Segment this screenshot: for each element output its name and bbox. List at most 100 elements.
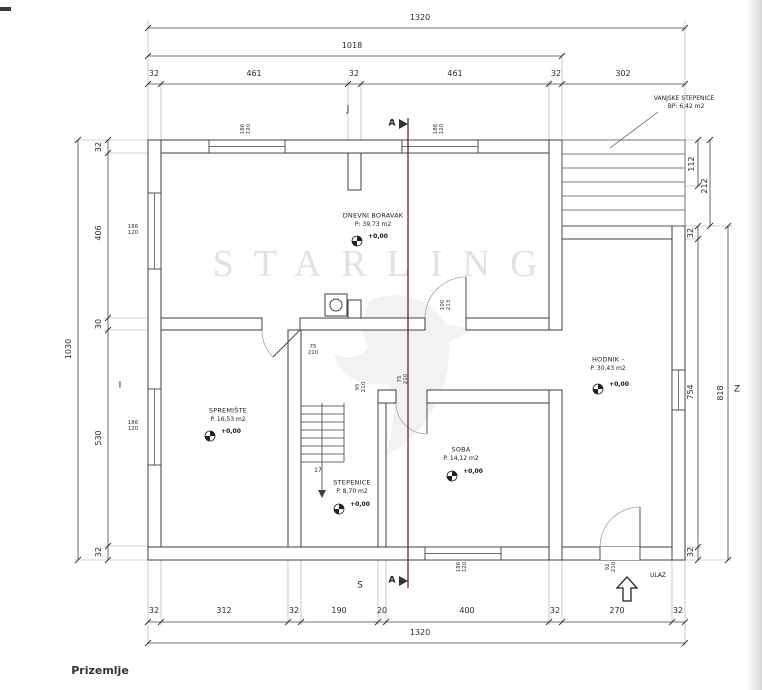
dim-top-seg-5: 302 xyxy=(615,68,631,78)
room-area-stepenice: P. 8,70 m2 xyxy=(336,487,368,495)
room-name-stepenice: STEPENICE xyxy=(333,478,371,487)
staircase xyxy=(301,403,345,498)
chimney xyxy=(324,293,348,317)
opening-label-left-window-lower: 186 120 xyxy=(127,420,139,432)
wall-d xyxy=(287,329,302,548)
opening-label-left-window-upper: 186 120 xyxy=(127,224,139,236)
compass-top: J xyxy=(346,104,350,115)
entrance-opening xyxy=(600,547,640,560)
room-area-soba: P. 14,12 m2 xyxy=(443,454,479,462)
wall-b-1 xyxy=(377,389,397,404)
dim-bottom-seg-1: 312 xyxy=(216,605,232,615)
external-stairs-leader-line xyxy=(609,111,659,149)
compass-bottom: S xyxy=(357,580,363,591)
opening-label-living-door: 100 213 xyxy=(440,299,452,311)
compass-left: I xyxy=(118,380,122,391)
wall-b-2 xyxy=(426,389,550,404)
entrance-label: ULAZ xyxy=(649,571,667,579)
dimension-ticks xyxy=(74,24,732,647)
wall-c-upper xyxy=(548,139,563,331)
section-arrow-bottom-icon xyxy=(399,576,408,586)
window-center-lines xyxy=(154,146,679,554)
dim-bottom-seg-8: 32 xyxy=(672,605,684,615)
door-leaves xyxy=(272,277,641,547)
dim-bottom-seg-6: 32 xyxy=(549,605,561,615)
dim-left-seg-1: 406 xyxy=(93,225,103,241)
opening-label-entrance-door: 92 210 xyxy=(605,561,617,573)
level-marker-spremiste-icon xyxy=(204,430,216,442)
dim-right-seg-0: 32 xyxy=(685,227,695,239)
wall-a-2 xyxy=(299,317,426,331)
room-area-spremiste: P. 16,53 m2 xyxy=(210,415,246,423)
wall-e xyxy=(377,402,387,548)
room-level-stepenice: +0,00 xyxy=(350,500,370,508)
dim-bottom-seg-2: 32 xyxy=(288,605,300,615)
dim-bottom-seg-0: 32 xyxy=(148,605,160,615)
level-marker-dnevni-icon xyxy=(351,235,363,247)
wall-rightband-top xyxy=(561,225,673,240)
dim-top-seg-0: 32 xyxy=(148,68,160,78)
dim-left-seg-3: 530 xyxy=(93,430,103,446)
dim-left-seg-0: 32 xyxy=(93,141,103,153)
section-label-bottom: A xyxy=(388,575,396,586)
watermark-text: STARLING xyxy=(212,243,558,285)
section-arrow-top-icon xyxy=(399,119,408,129)
opening-label-top-window-left: 186 120 xyxy=(240,123,252,135)
opening-label-top-window-right: 186 120 xyxy=(433,123,445,135)
extension-lines xyxy=(74,20,732,646)
external-stairs-area: BP: 6,42 m2 xyxy=(667,102,705,110)
dimension-lines xyxy=(77,27,729,644)
dim-top-seg-1: 461 xyxy=(246,68,262,78)
dim-top-total: 1320 xyxy=(409,12,431,22)
dim-bottom-seg-3: 190 xyxy=(331,605,347,615)
dim-top-seg-3: 461 xyxy=(447,68,463,78)
dim-left-seg-4: 32 xyxy=(93,546,103,558)
room-name-spremiste: SPREMIŠTE xyxy=(208,406,248,415)
external-stairs-title: VANJSKE STEPENICE xyxy=(653,94,715,102)
scan-edge-artifact xyxy=(746,0,762,690)
compass-right: Z xyxy=(733,384,741,395)
room-level-soba: +0,00 xyxy=(463,467,483,475)
dim-bottom-seg-4: 20 xyxy=(376,605,388,615)
dim-top-inner: 1018 xyxy=(341,40,363,50)
room-name-hodnik: HODNIK - xyxy=(591,355,625,364)
opening-label-storage-door: 75 210 xyxy=(307,344,319,356)
dim-right-total: 818 xyxy=(715,385,725,401)
section-line-a-a xyxy=(399,118,409,588)
stair-direction-arrow-icon xyxy=(318,490,326,498)
level-marker-stepenice-icon xyxy=(333,503,345,515)
room-level-spremiste: +0,00 xyxy=(221,427,241,435)
scan-corner-mark xyxy=(0,7,11,11)
floor-title: Prizemlje xyxy=(71,664,129,678)
dim-right-upper-1: 212 xyxy=(699,178,709,194)
dim-top-seg-2: 32 xyxy=(348,68,360,78)
room-level-dnevni: +0,00 xyxy=(368,232,388,240)
room-name-dnevni: DNEVNI BORAVAK xyxy=(342,211,404,220)
dim-bottom-seg-7: 270 xyxy=(609,605,625,615)
external-stairs-outline xyxy=(561,139,686,227)
wall-a-1 xyxy=(160,317,263,331)
level-marker-hodnik-icon xyxy=(592,383,604,395)
wall-stub-chimney xyxy=(347,299,362,319)
wall-c-lower xyxy=(548,389,563,561)
room-level-hodnik: +0,00 xyxy=(609,380,629,388)
room-name-soba: SOBA xyxy=(451,445,471,454)
door-swing-arcs xyxy=(261,276,641,548)
dim-left-seg-2: 30 xyxy=(93,318,103,330)
external-stairs-steps xyxy=(562,153,685,211)
door-jambs xyxy=(549,329,641,560)
dim-top-seg-4: 32 xyxy=(550,68,562,78)
dim-right-seg-2: 32 xyxy=(685,546,695,558)
room-area-dnevni: P: 39,73 m2 xyxy=(354,220,392,228)
opening-label-room-door: 75 210 xyxy=(397,373,409,385)
room-area-hodnik: P. 30,43 m2 xyxy=(590,364,626,372)
bird-watermark-icon xyxy=(334,295,472,456)
section-label-top: A xyxy=(388,118,396,129)
opening-label-bottom-window: 186 120 xyxy=(456,561,468,573)
dim-bottom-seg-5: 400 xyxy=(459,605,475,615)
dim-bottom-total: 1320 xyxy=(409,627,431,637)
dim-left-total: 1030 xyxy=(63,338,73,360)
dim-right-seg-1: 754 xyxy=(685,384,695,400)
level-markers xyxy=(204,235,604,515)
